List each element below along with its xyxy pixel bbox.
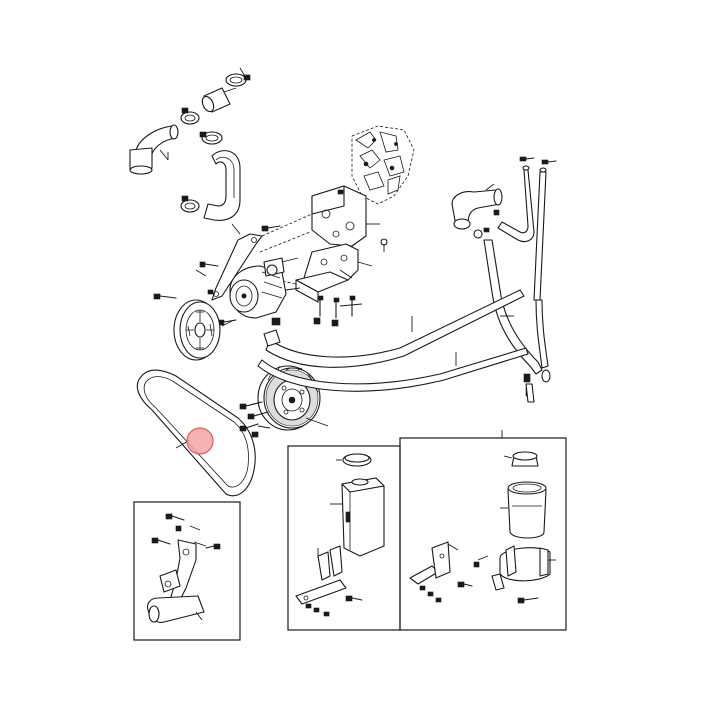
hose-connector-short [201,87,237,113]
pump-bolts [153,225,281,331]
reservoir-elbow-fitting [451,183,503,239]
alignment-lines [259,213,313,285]
hose-clamp-left [180,107,200,125]
crank-bolts [239,401,271,438]
pressure-hose-main [257,289,535,403]
hose-clamp-lower [180,195,200,213]
return-hose-clamps [483,156,557,233]
power-steering-pump [229,257,301,319]
pump-pulley [173,299,235,361]
support-bolts [313,295,363,327]
bracket-detail-inset [133,501,241,641]
crankshaft-pulley [257,365,329,431]
hose-clamp-top [225,67,251,87]
pump-adjuster-arm [211,223,263,301]
reservoir-detail-inset-right [399,437,567,631]
pump-mounting-bracket [311,185,388,252]
hose-clamp-mid [199,131,223,145]
engine-block-outline [351,125,415,205]
pump-support-block [295,243,373,303]
reservoir-detail-inset-left [287,445,401,631]
highlight-marker[interactable] [186,427,214,455]
return-hose-upper [497,165,547,301]
hose-elbow-top-left [129,124,179,175]
hose-curved-long [203,150,241,221]
